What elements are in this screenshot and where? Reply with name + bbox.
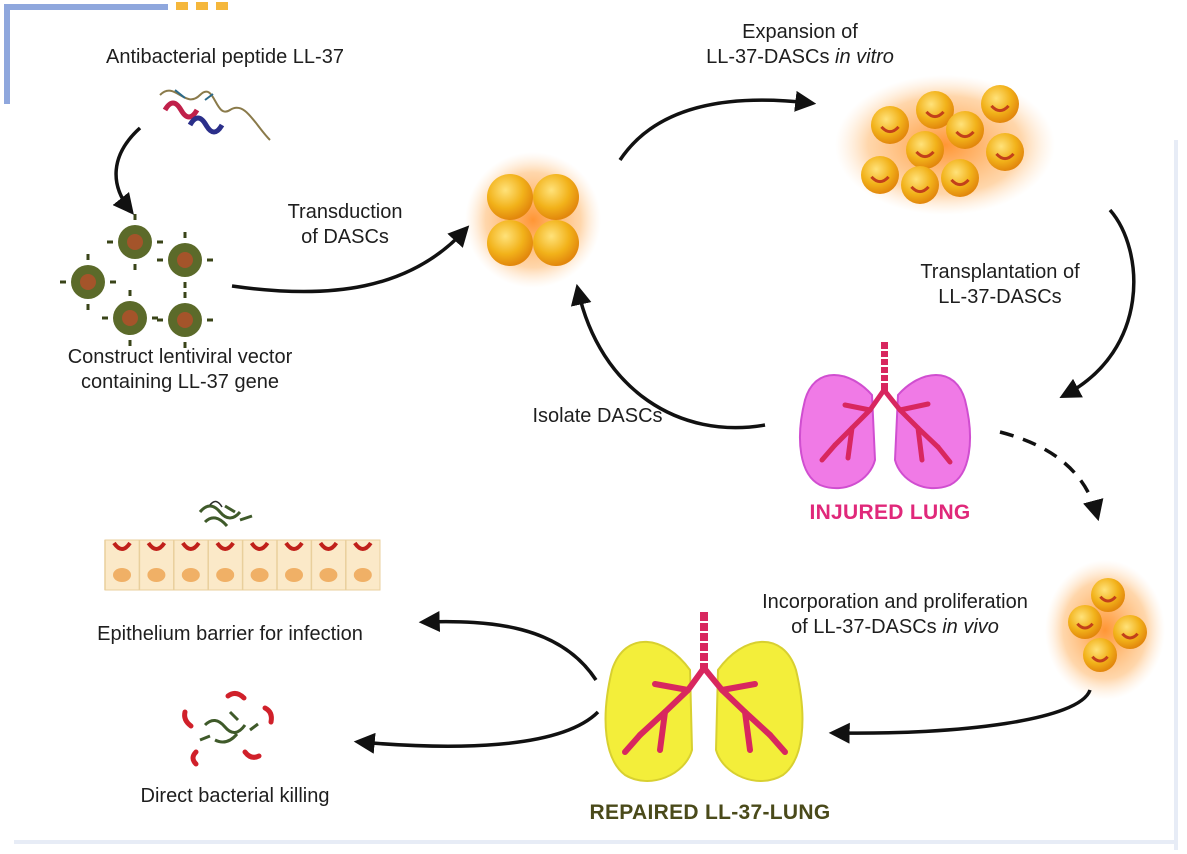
arrow-to-epithelium	[418, 611, 598, 681]
dasc-cell	[916, 91, 954, 129]
dasc-cell	[1083, 638, 1117, 672]
label-expansion-line1: Expansion of	[742, 21, 858, 43]
arrow-to-killing	[353, 710, 600, 754]
label-vector-line2: containing LL-37 gene	[81, 371, 279, 393]
frame-top-accent	[4, 4, 168, 10]
arrow-dashed-incorporation	[999, 430, 1104, 522]
dasc-cell	[1068, 605, 1102, 639]
ll37-peptide-mark	[284, 541, 304, 551]
dasc-cell	[1091, 578, 1125, 612]
label-vector: Construct lentiviral vector containing L…	[10, 345, 350, 395]
bacteria-cluster-icon	[198, 500, 253, 528]
label-transplantation-line1: Transplantation of	[920, 261, 1080, 283]
repaired-lung-icon	[604, 612, 804, 782]
epithelium-nucleus	[285, 568, 303, 582]
ll37-peptide-mark	[249, 541, 270, 551]
lentiviral-vector-icon	[60, 214, 213, 348]
ll37-peptide-mark	[353, 541, 373, 551]
ll37-peptide-mark	[181, 541, 201, 551]
label-incorporation-line1: Incorporation and proliferation	[762, 591, 1028, 613]
frame-dash	[216, 2, 228, 10]
label-injured-lung: INJURED LUNG	[809, 501, 971, 524]
dasc-cell	[906, 131, 944, 169]
frame-right-edge	[1174, 140, 1178, 850]
frame-dash	[176, 2, 188, 10]
peptide-icon	[159, 89, 271, 141]
dasc-cell	[1113, 615, 1147, 649]
arrow-peptide-to-vector	[112, 126, 142, 215]
label-incorporation-line2: of LL-37-DASCs in vivo	[715, 615, 1075, 640]
label-vector-line1: Construct lentiviral vector	[67, 346, 293, 368]
dasc-cell	[901, 166, 939, 204]
dasc-cell	[941, 159, 979, 197]
arrow-to-repaired-lung	[828, 689, 1092, 744]
frame-bottom-edge	[14, 840, 1178, 844]
label-incorporation-line2-italic: in vivo	[942, 616, 999, 638]
label-repaired-lung: REPAIRED LL-37-LUNG	[589, 801, 831, 824]
dasc-cell	[871, 106, 909, 144]
dasc-cell	[946, 111, 984, 149]
incorporated-cells-cluster	[1045, 560, 1165, 700]
arrow-isolate	[570, 283, 766, 430]
label-expansion-line2-text: LL-37-DASCs	[706, 46, 836, 68]
injured-lung-icon	[799, 342, 971, 490]
label-expansion: Expansion of LL-37-DASCs in vitro	[640, 20, 960, 70]
epithelium-nucleus	[147, 568, 166, 582]
dasc-cell	[861, 156, 899, 194]
ll37-peptide-mark	[215, 541, 235, 551]
label-transduction-line2: of DASCs	[301, 226, 389, 248]
bacterial-killing-icon	[182, 690, 274, 767]
ll37-peptide-mark	[318, 541, 339, 551]
arrow-transplantation	[1059, 208, 1136, 398]
ll37-peptide-mark	[146, 541, 167, 551]
label-transduction-line1: Transduction	[287, 201, 403, 223]
epithelium-nucleus	[353, 568, 372, 582]
dasc-cell	[986, 133, 1024, 171]
label-killing: Direct bacterial killing	[140, 785, 330, 807]
label-incorporation-line2-text: of LL-37-DASCs	[791, 616, 943, 638]
arrow-transduction	[231, 225, 470, 294]
frame-left-accent	[4, 4, 10, 104]
flow-arrows	[112, 90, 1136, 754]
frame-dash	[196, 2, 208, 10]
expanded-cells-cluster	[835, 75, 1055, 215]
label-epithelium: Epithelium barrier for infection	[97, 623, 363, 645]
epithelium-nucleus	[181, 568, 200, 582]
arrow-expansion	[618, 90, 817, 161]
label-transplantation-line2: LL-37-DASCs	[938, 286, 1062, 308]
epithelium-icon	[104, 539, 381, 591]
epithelium-nucleus	[216, 568, 235, 582]
label-expansion-line2: LL-37-DASCs in vitro	[640, 45, 960, 70]
label-expansion-line2-italic: in vitro	[835, 46, 894, 68]
ll37-peptide-mark	[112, 541, 132, 551]
dasc-cell	[981, 85, 1019, 123]
epithelium-nucleus	[319, 568, 338, 582]
epithelium-nucleus	[250, 568, 269, 582]
label-transduction: Transduction of DASCs	[250, 200, 440, 250]
label-transplantation: Transplantation of LL-37-DASCs	[880, 260, 1120, 310]
epithelium-nucleus	[113, 568, 131, 582]
dascs-cell-cluster	[465, 152, 601, 288]
label-peptide: Antibacterial peptide LL-37	[106, 46, 344, 68]
label-incorporation: Incorporation and proliferation of LL-37…	[715, 590, 1075, 640]
label-isolate: Isolate DASCs	[532, 405, 663, 427]
